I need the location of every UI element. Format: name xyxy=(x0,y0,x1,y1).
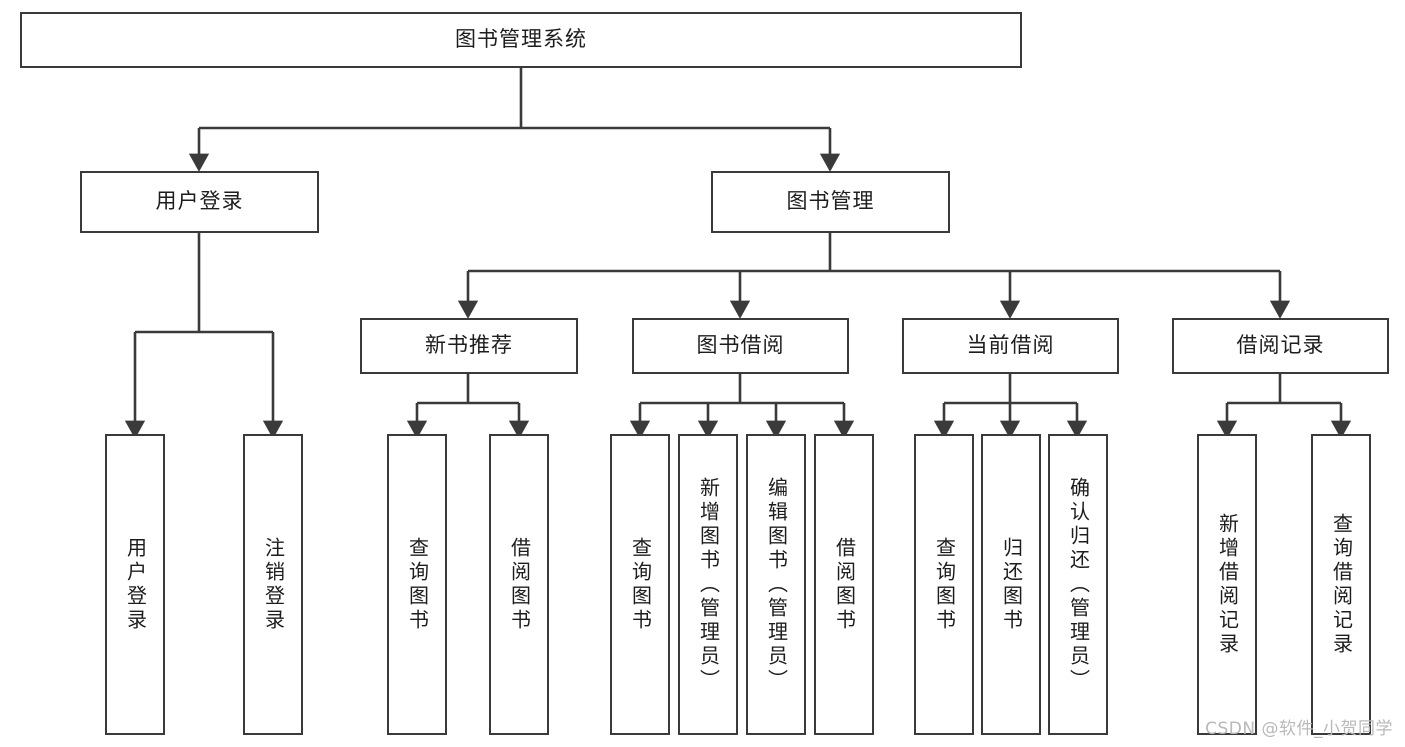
node-current-borrow[interactable]: 当前借阅 xyxy=(902,318,1119,374)
node-label: 借阅图书 xyxy=(507,536,532,633)
node-label: 编辑图书（管理员） xyxy=(764,476,789,693)
node-label: 查询借阅记录 xyxy=(1329,512,1354,657)
node-label: 新书推荐 xyxy=(425,333,513,358)
node-label: 借阅图书 xyxy=(832,536,857,633)
node-label: 查询图书 xyxy=(405,536,430,633)
leaf-user-login[interactable]: 用户登录 xyxy=(105,434,165,735)
leaf-logout[interactable]: 注销登录 xyxy=(243,434,303,735)
node-label: 借阅记录 xyxy=(1236,333,1325,358)
leaf-recommend-query-book[interactable]: 查询图书 xyxy=(387,434,447,735)
leaf-current-return-book[interactable]: 归还图书 xyxy=(981,434,1041,735)
node-book-borrow[interactable]: 图书借阅 xyxy=(632,318,849,374)
leaf-borrow-borrow-book[interactable]: 借阅图书 xyxy=(814,434,874,735)
csdn-watermark: CSDN @软件_小贺同学 xyxy=(1205,719,1393,739)
leaf-borrow-add-book-admin[interactable]: 新增图书（管理员） xyxy=(678,434,738,735)
leaf-borrow-edit-book-admin[interactable]: 编辑图书（管理员） xyxy=(746,434,806,735)
node-book-management[interactable]: 图书管理 xyxy=(711,171,950,233)
leaf-current-confirm-return-admin[interactable]: 确认归还（管理员） xyxy=(1048,434,1108,735)
node-label: 查询图书 xyxy=(932,536,957,633)
leaf-record-add-borrow-record[interactable]: 新增借阅记录 xyxy=(1197,434,1257,735)
node-label: 查询图书 xyxy=(628,536,653,633)
leaf-record-query-borrow-record[interactable]: 查询借阅记录 xyxy=(1311,434,1371,735)
node-label: 用户登录 xyxy=(155,189,244,214)
node-borrow-record[interactable]: 借阅记录 xyxy=(1172,318,1389,374)
node-label: 归还图书 xyxy=(999,536,1024,633)
node-label: 注销登录 xyxy=(261,536,286,633)
node-label: 新增图书（管理员） xyxy=(696,476,721,693)
node-label: 图书管理系统 xyxy=(455,27,587,52)
node-label: 新增借阅记录 xyxy=(1215,512,1240,657)
node-label: 图书借阅 xyxy=(696,333,785,358)
leaf-current-query-book[interactable]: 查询图书 xyxy=(914,434,974,735)
node-label: 图书管理 xyxy=(786,189,875,214)
node-new-book-recommend[interactable]: 新书推荐 xyxy=(360,318,578,374)
node-label: 确认归还（管理员） xyxy=(1066,476,1091,693)
node-root-system[interactable]: 图书管理系统 xyxy=(20,12,1022,68)
node-user-login[interactable]: 用户登录 xyxy=(80,171,319,233)
leaf-borrow-query-book[interactable]: 查询图书 xyxy=(610,434,670,735)
leaf-recommend-borrow-book[interactable]: 借阅图书 xyxy=(489,434,549,735)
node-label: 用户登录 xyxy=(123,536,148,633)
node-label: 当前借阅 xyxy=(966,333,1055,358)
